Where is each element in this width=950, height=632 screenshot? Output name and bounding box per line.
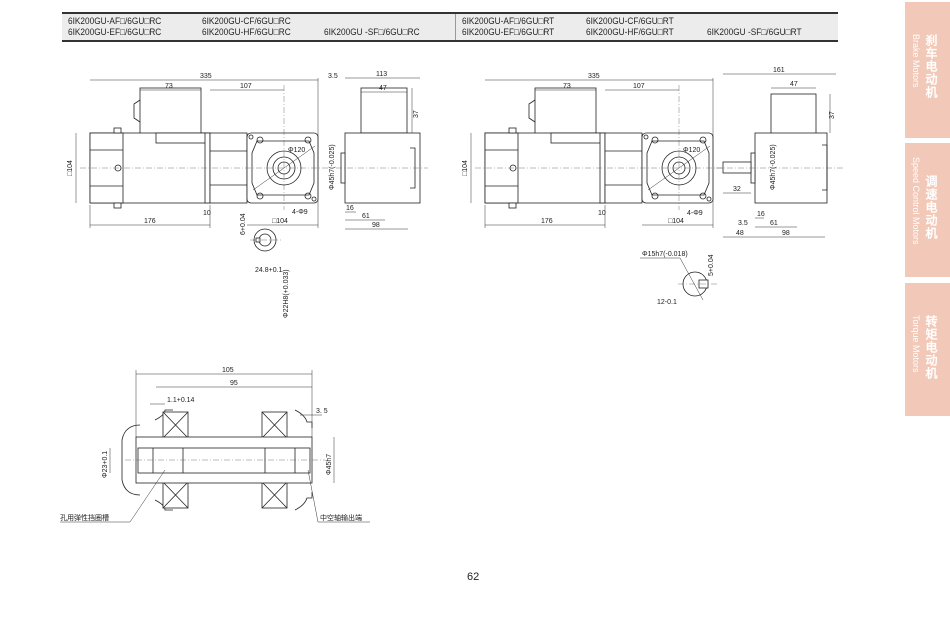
dim-outer: Φ45h7 (326, 454, 333, 475)
dim-3-5: 3.5 (738, 220, 748, 227)
dim-16: 16 (757, 211, 765, 218)
dim-terminal: 73 (165, 83, 173, 90)
dim-16: 16 (346, 205, 354, 212)
dim-side-offset: 3.5 (328, 73, 338, 80)
header-divider (455, 14, 456, 40)
dim-gearhead: 107 (240, 83, 252, 90)
page-number: 62 (467, 571, 480, 583)
rc-bore-detail: 6+0.04 24.8+0.1 Φ22H8(+0.033) (240, 213, 290, 318)
dim-holes: 4-Φ9 (687, 210, 703, 217)
dim-48: 48 (736, 230, 744, 237)
dim-motor-length: 176 (541, 218, 553, 225)
model-label: 6IK200GU-CF/6GU□RT (586, 16, 674, 26)
dim-box-width: 47 (790, 81, 798, 88)
tab-label-en: Torque Motors (911, 315, 921, 373)
dim-box-height: 37 (413, 110, 420, 118)
dim-boss: Φ45h7(-0.025) (329, 144, 336, 190)
model-label: 6IK200GU-AF□/6GU□RT (462, 16, 555, 26)
dim-flange-thickness: 10 (203, 210, 211, 217)
tab-speed-control-motors[interactable]: 调速电动机 Speed Control Motors (905, 143, 950, 277)
dim-holes: 4-Φ9 (292, 209, 308, 216)
dim-side-width: 113 (376, 71, 387, 78)
dim-overall: 335 (588, 73, 600, 80)
tab-label-en: Brake Motors (911, 34, 921, 88)
tab-label-en: Speed Control Motors (911, 157, 921, 245)
label-hollow-shaft-output: 中空轴输出端 (320, 513, 362, 522)
dim-terminal: 73 (563, 83, 571, 90)
dim-bore: Φ23+0.1 (102, 451, 109, 478)
rc-models-col3: 6IK200GU -SF□/6GU□RC (324, 27, 420, 38)
dim-groove: 1.1+0.14 (167, 397, 195, 404)
dim-overall: 335 (200, 73, 212, 80)
dim-pcd: Φ120 (683, 147, 700, 154)
rc-side-view: 3.5 113 47 37 Φ45h7(-0.025) 16 61 98 (328, 71, 428, 230)
label-retaining-ring-groove: 孔用弹性挡圈槽 (60, 513, 109, 522)
dim-box-width: 47 (379, 85, 387, 92)
rt-front-view: 335 73 107 □104 176 10 □104 Φ120 4-Φ9 (462, 73, 728, 229)
dim-98: 98 (782, 230, 790, 237)
dim-key-width: 5+0.04 (708, 254, 715, 276)
tab-label-cn: 刹车电动机 (924, 34, 938, 99)
model-label: 6IK200GU -SF□/6GU□RC (324, 27, 420, 37)
dim-boss: Φ45h7(-0.025) (770, 144, 777, 190)
dim-pcd: Φ120 (288, 147, 305, 154)
dim-61: 61 (362, 213, 370, 220)
dim-flange-square: □104 (272, 218, 288, 225)
dim-95: 95 (230, 380, 238, 387)
dim-105: 105 (222, 367, 234, 374)
tab-brake-motors[interactable]: 刹车电动机 Brake Motors (905, 2, 950, 138)
dim-body-square: □104 (462, 160, 469, 176)
dim-motor-length: 176 (144, 218, 156, 225)
rt-models-col3: 6IK200GU -SF□/6GU□RT (707, 27, 802, 38)
dim-flange-thickness: 10 (598, 210, 606, 217)
dim-body-square: □104 (67, 160, 74, 176)
dim-61: 61 (770, 220, 778, 227)
dim-step: 3. 5 (316, 408, 328, 415)
model-label: 6IK200GU -SF□/6GU□RT (707, 27, 802, 37)
dim-key-height: 12-0.1 (657, 299, 677, 306)
model-label: 6IK200GU-EF□/6GU□RC (68, 27, 162, 37)
model-label: 6IK200GU-CF/6GU□RC (202, 16, 291, 26)
dim-key-width: 6+0.04 (240, 213, 247, 235)
dim-shaft-length: 32 (733, 186, 741, 193)
model-label: 6IK200GU-AF□/6GU□RC (68, 16, 162, 26)
dim-bore: Φ22H8(+0.033) (283, 269, 290, 318)
tab-torque-motors[interactable]: 转矩电动机 Torque Motors (905, 283, 950, 416)
dim-box-height: 37 (829, 111, 836, 119)
dim-gearhead: 107 (633, 83, 645, 90)
model-label: 6IK200GU-HF/6GU□RC (202, 27, 291, 37)
dim-key-depth: 24.8+0.1 (255, 267, 283, 274)
dim-98: 98 (372, 222, 380, 229)
dim-flange-square: □104 (668, 218, 684, 225)
dim-shaft-diameter: Φ15h7(-0.018) (642, 251, 688, 258)
rc-front-view: 335 73 107 □104 176 10 □104 Φ120 4-Φ9 (67, 73, 333, 229)
rt-side-view: 161 47 37 Φ45h7(-0.025) 32 16 3.5 61 48 … (716, 67, 845, 238)
tab-label-cn: 转矩电动机 (924, 315, 938, 380)
rt-shaft-detail: Φ15h7(-0.018) 5+0.04 12-0.1 (640, 251, 718, 306)
dim-side-width: 161 (773, 67, 785, 74)
tab-label-cn: 调速电动机 (924, 175, 938, 240)
model-label: 6IK200GU-EF□/6GU□RT (462, 27, 555, 37)
hollow-shaft-section: 105 95 1.1+0.14 3. 5 Φ23+0.1 Φ45h7 孔用弹性挡… (60, 367, 370, 523)
model-label: 6IK200GU-HF/6GU□RT (586, 27, 674, 37)
